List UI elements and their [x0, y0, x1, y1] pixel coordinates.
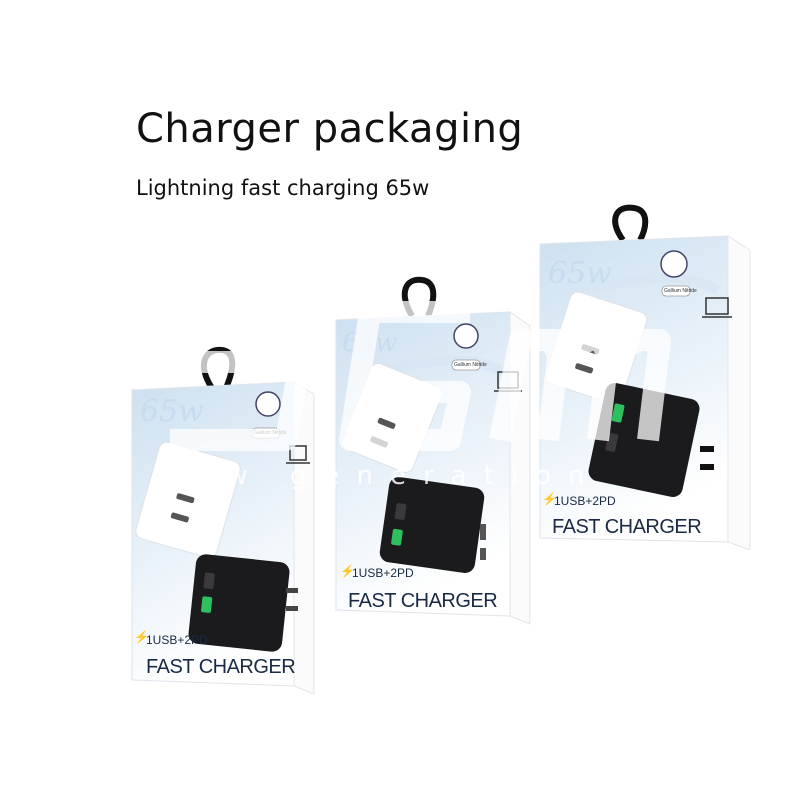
bolt-icon: ⚡: [340, 564, 355, 578]
charger-box-front-illustration: [131, 346, 315, 695]
watt-label: 65w: [548, 256, 612, 291]
watt-label: 65w: [140, 394, 204, 429]
hanger-loop: [612, 204, 649, 242]
bolt-icon: ⚡: [542, 492, 557, 506]
watt-label: 65w: [342, 328, 398, 358]
bolt-icon: ⚡: [134, 630, 149, 644]
badge-label: Gallium Nitride: [664, 288, 697, 294]
charger-box-middle: 65w Gallium Nitride ⚡ 1USB+2PD FAST CHAR…: [334, 272, 554, 632]
ports-label: 1USB+2PD: [554, 494, 616, 508]
hanger-loop: [401, 276, 437, 318]
charger-box-front: 65w Gallium Nitride ⚡ 1USB+2PD FAST CHAR…: [126, 346, 336, 700]
page-title: Charger packaging: [136, 106, 524, 152]
watermark-text: new generation: [160, 461, 602, 491]
page-subtitle: Lightning fast charging 65w: [136, 176, 430, 200]
ports-label: 1USB+2PD: [146, 633, 208, 647]
badge-label: Gallium Nitride: [254, 430, 287, 436]
product-label: FAST CHARGER: [348, 590, 498, 612]
ports-label: 1USB+2PD: [352, 566, 414, 580]
charger-box-back: 65w Gallium Nitride ⚡ 1USB+2PD FAST CHAR…: [538, 200, 788, 550]
product-label: FAST CHARGER: [146, 656, 296, 678]
hanger-loop: [200, 346, 236, 390]
badge-label: Gallium Nitride: [454, 362, 487, 368]
product-label: FAST CHARGER: [552, 516, 702, 538]
